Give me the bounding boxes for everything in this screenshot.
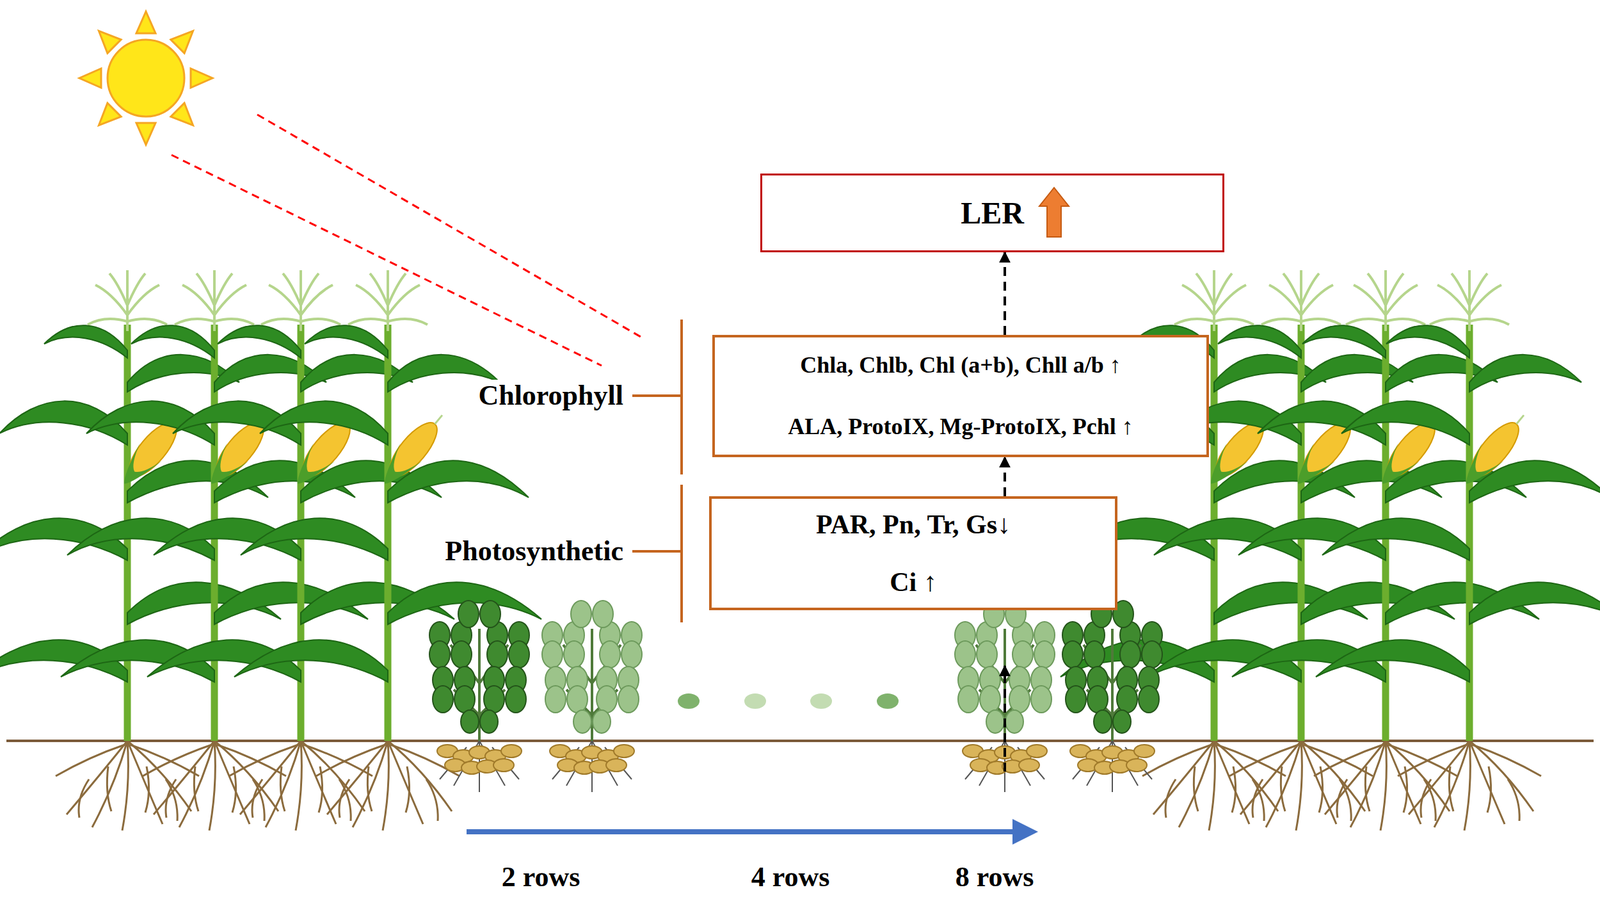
peanut-plant	[429, 600, 530, 792]
box-text-line: ALA, ProtoIX, Mg-ProtoIX, Pchl ↑	[787, 413, 1134, 440]
category-label: Photosynthetic	[442, 535, 626, 568]
peanut-plants	[429, 600, 1163, 792]
dashed-arrow	[1003, 252, 1007, 335]
maize-plant	[0, 270, 281, 831]
peanut-arrow	[1003, 665, 1007, 772]
maize-plant	[1232, 270, 1540, 831]
peanut-plant	[954, 600, 1055, 792]
row-count-label: 8 rows	[952, 860, 1037, 894]
maize-plant	[60, 270, 368, 831]
row-count-label: 2 rows	[499, 860, 584, 894]
sun	[79, 11, 213, 145]
box-text-line: Ci ↑	[889, 566, 937, 598]
box-text: Chla, Chlb, Chl (a+b), Chll a/b ↑	[800, 352, 1122, 379]
ellipsis-dots	[677, 693, 899, 709]
peanut-plant	[542, 600, 642, 792]
maize-plant	[1315, 270, 1600, 831]
result-box: LER	[760, 173, 1225, 253]
up-arrow-icon	[1039, 187, 1069, 237]
chlorophyll-box: Chla, Chlb, Chl (a+b), Chll a/b ↑ ALA, Pr…	[712, 334, 1209, 457]
dashed-arrow	[1003, 456, 1007, 496]
category-label: Chlorophyll	[475, 379, 626, 413]
ground-line	[6, 739, 1594, 742]
bracket	[632, 319, 682, 623]
box-text: LER	[960, 195, 1024, 231]
row-count-label: 4 rows	[748, 860, 833, 894]
box-text: PAR, Pn, Tr, Gs↓	[816, 508, 1011, 540]
peanut-plant	[1062, 600, 1163, 792]
maize-plant	[147, 270, 455, 831]
photosynthesis-box: PAR, Pn, Tr, Gs↓ Ci ↑	[709, 496, 1118, 610]
row-arrow	[466, 818, 1039, 845]
maize-plants	[0, 270, 1600, 831]
